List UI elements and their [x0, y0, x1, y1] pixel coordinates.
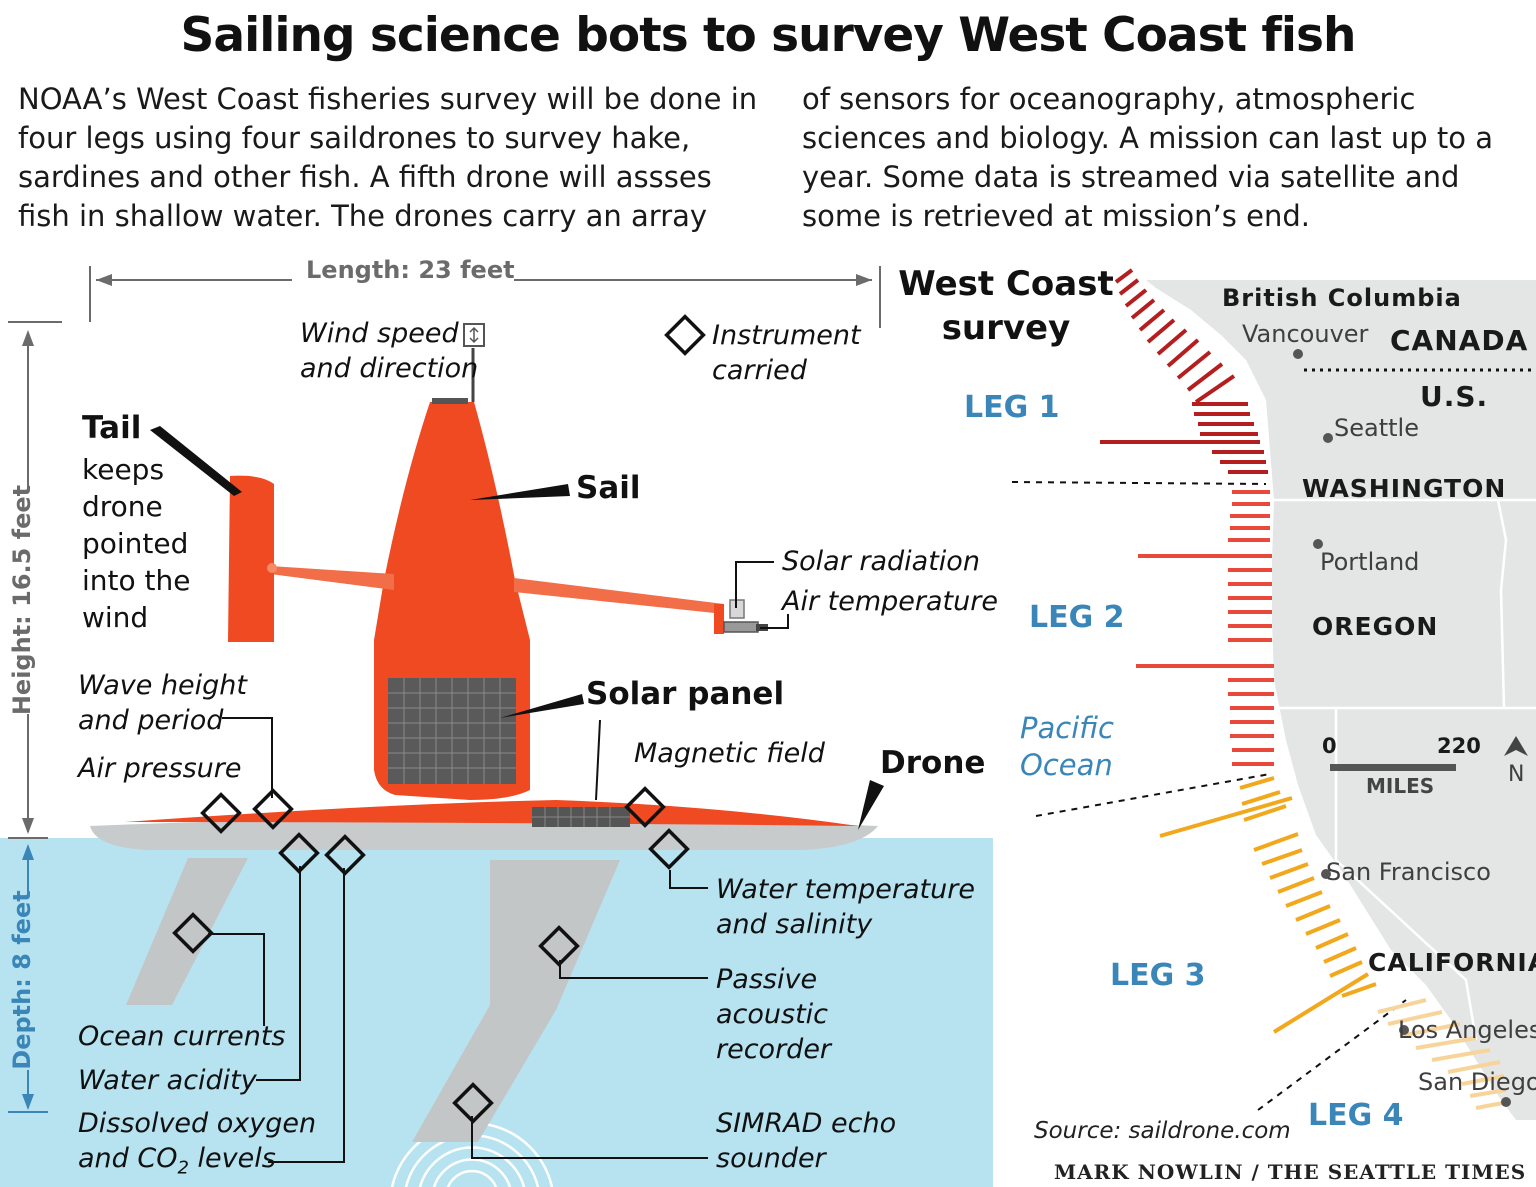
dissolved-oxygen-label: Dissolved oxygen and CO2 levels — [78, 1108, 317, 1179]
sail-pointer — [470, 484, 570, 500]
depth-label: Depth: 8 feet — [8, 890, 36, 1070]
water-temperature-label: Water temperature and salinity — [716, 874, 975, 940]
sail-label: Sail — [576, 470, 641, 506]
leg-3-track — [1159, 776, 1377, 1034]
front-keel — [126, 858, 248, 1005]
intro-column-1: NOAA’s West Coast fisheries survey will … — [18, 82, 758, 233]
dimension-lines — [8, 266, 881, 839]
british-columbia-label: British Columbia — [1222, 284, 1462, 312]
drone-pointer — [858, 780, 884, 830]
wave-label: Wave height and period — [78, 670, 248, 736]
drone-label: Drone — [880, 745, 986, 781]
sail-top — [432, 398, 468, 404]
north-arrow-icon — [1504, 736, 1528, 756]
tail-pointer — [150, 426, 242, 496]
leg-2-track — [1136, 490, 1274, 766]
sensor-arm — [514, 578, 724, 614]
passive-acoustic-label: Passive acoustic recorder — [716, 964, 832, 1065]
washington-label: WASHINGTON — [1302, 474, 1507, 503]
pacific-ocean-label: Pacific Ocean — [1020, 711, 1114, 782]
leg-2-label: LEG 2 — [1029, 600, 1125, 635]
leg-4-track — [1377, 998, 1509, 1110]
water-acidity-label: Water acidity — [78, 1065, 257, 1096]
air-temperature-sensor — [723, 621, 759, 633]
tail-title: Tail — [82, 410, 142, 446]
leg-1-label: LEG 1 — [964, 390, 1060, 425]
sail-panel-grid — [388, 678, 516, 784]
map-title: West Coast survey — [898, 264, 1114, 348]
solar-panel-label: Solar panel — [586, 676, 785, 712]
california-label: CALIFORNIA — [1368, 948, 1536, 977]
source-note: Source: saildrone.com — [1034, 1118, 1291, 1144]
leg-1-track — [1100, 268, 1268, 474]
headline: Sailing science bots to survey West Coas… — [180, 8, 1357, 63]
city-portland: Portland — [1320, 548, 1420, 576]
tail-description: keeps drone pointed into the wind — [82, 453, 191, 634]
state-borders — [1272, 498, 1536, 1041]
city-los-angeles: Los Angeles — [1398, 1016, 1536, 1044]
tail-arm — [270, 566, 394, 590]
west-coast-map — [1011, 268, 1536, 1120]
leader-lines — [208, 561, 789, 1163]
magnetic-field-label: Magnetic field — [634, 738, 825, 769]
north-label: N — [1508, 762, 1525, 787]
leg-3-label: LEG 3 — [1110, 958, 1206, 993]
us-label: U.S. — [1420, 380, 1489, 413]
land — [1146, 280, 1536, 1120]
tail — [228, 475, 274, 642]
oregon-label: OREGON — [1312, 612, 1439, 641]
scale-unit: MILES — [1366, 774, 1435, 798]
scale-max: 220 — [1437, 734, 1481, 758]
credit-line: MARK NOWLIN / THE SEATTLE TIMES — [1054, 1160, 1527, 1184]
wind-label: Wind speed and direction — [300, 318, 479, 384]
city-seattle: Seattle — [1334, 414, 1419, 442]
city-vancouver: Vancouver — [1242, 320, 1369, 348]
simrad-label: SIMRAD echo sounder — [716, 1108, 897, 1174]
city-san-francisco: San Francisco — [1326, 858, 1491, 886]
scale-min: 0 — [1322, 734, 1337, 758]
leg-4-label: LEG 4 — [1308, 1098, 1404, 1133]
solar-radiation-label: Solar radiation — [782, 546, 980, 577]
height-label: Height: 16.5 feet — [8, 484, 36, 716]
city-dots — [1293, 349, 1511, 1107]
intro-column-2: of sensors for oceanography, atmospheric… — [802, 82, 1494, 233]
scale-bar — [1330, 764, 1456, 771]
saildrone-diagram — [0, 266, 993, 1187]
city-san-diego: San Diego — [1418, 1068, 1536, 1096]
instrument-legend: Instrument carried — [712, 320, 861, 386]
air-temperature-label: Air temperature — [782, 586, 998, 617]
canada-label: CANADA — [1390, 324, 1529, 357]
solar-pointer — [500, 694, 584, 718]
length-label: Length: 23 feet — [306, 256, 515, 284]
air-pressure-label: Air pressure — [78, 753, 242, 784]
ocean-currents-label: Ocean currents — [78, 1021, 286, 1052]
leg-dividers — [1011, 481, 1407, 1111]
deck — [125, 800, 858, 826]
instrument-markers — [172, 314, 706, 1124]
deck-panel-grid — [532, 807, 630, 827]
main-keel — [412, 860, 620, 1142]
